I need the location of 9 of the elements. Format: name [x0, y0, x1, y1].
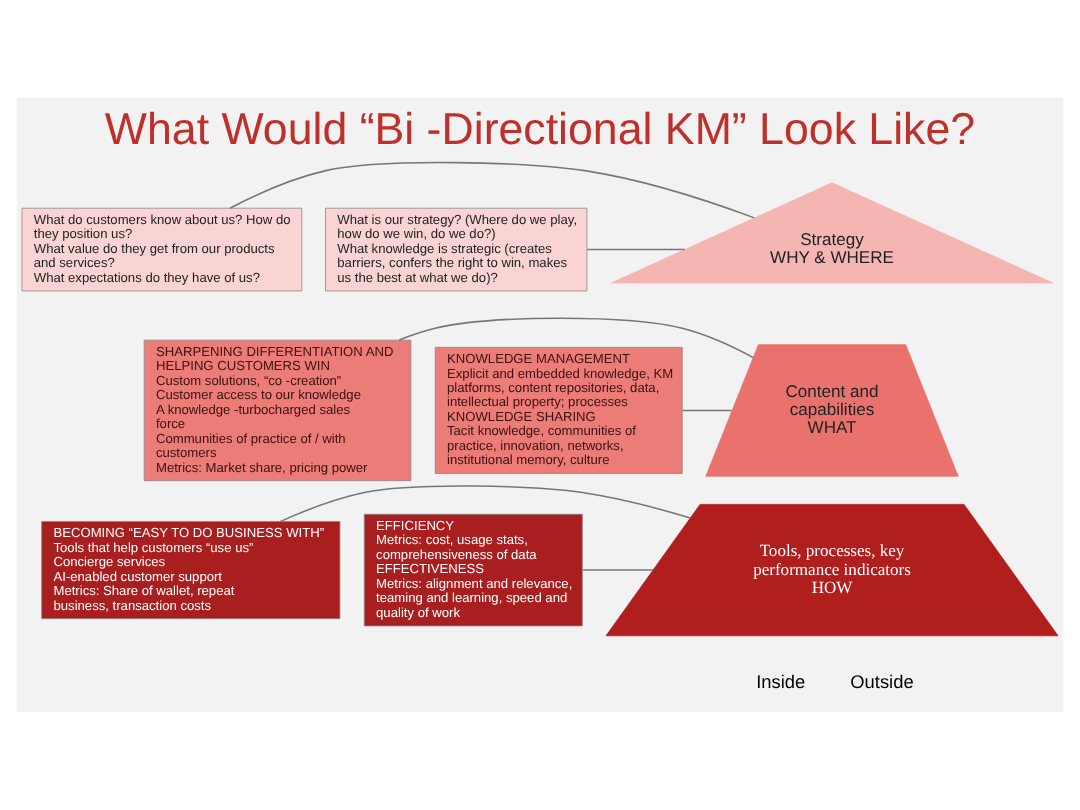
label: Outside	[850, 671, 914, 692]
connector	[229, 161, 756, 219]
connector	[279, 485, 691, 523]
connector	[586, 248, 686, 251]
diagram-title: What Would “Bi -Directional KM” Look Like?	[104, 104, 976, 155]
label: Inside	[756, 671, 806, 692]
connector	[681, 409, 733, 412]
connector	[398, 317, 754, 359]
connector	[581, 569, 654, 571]
